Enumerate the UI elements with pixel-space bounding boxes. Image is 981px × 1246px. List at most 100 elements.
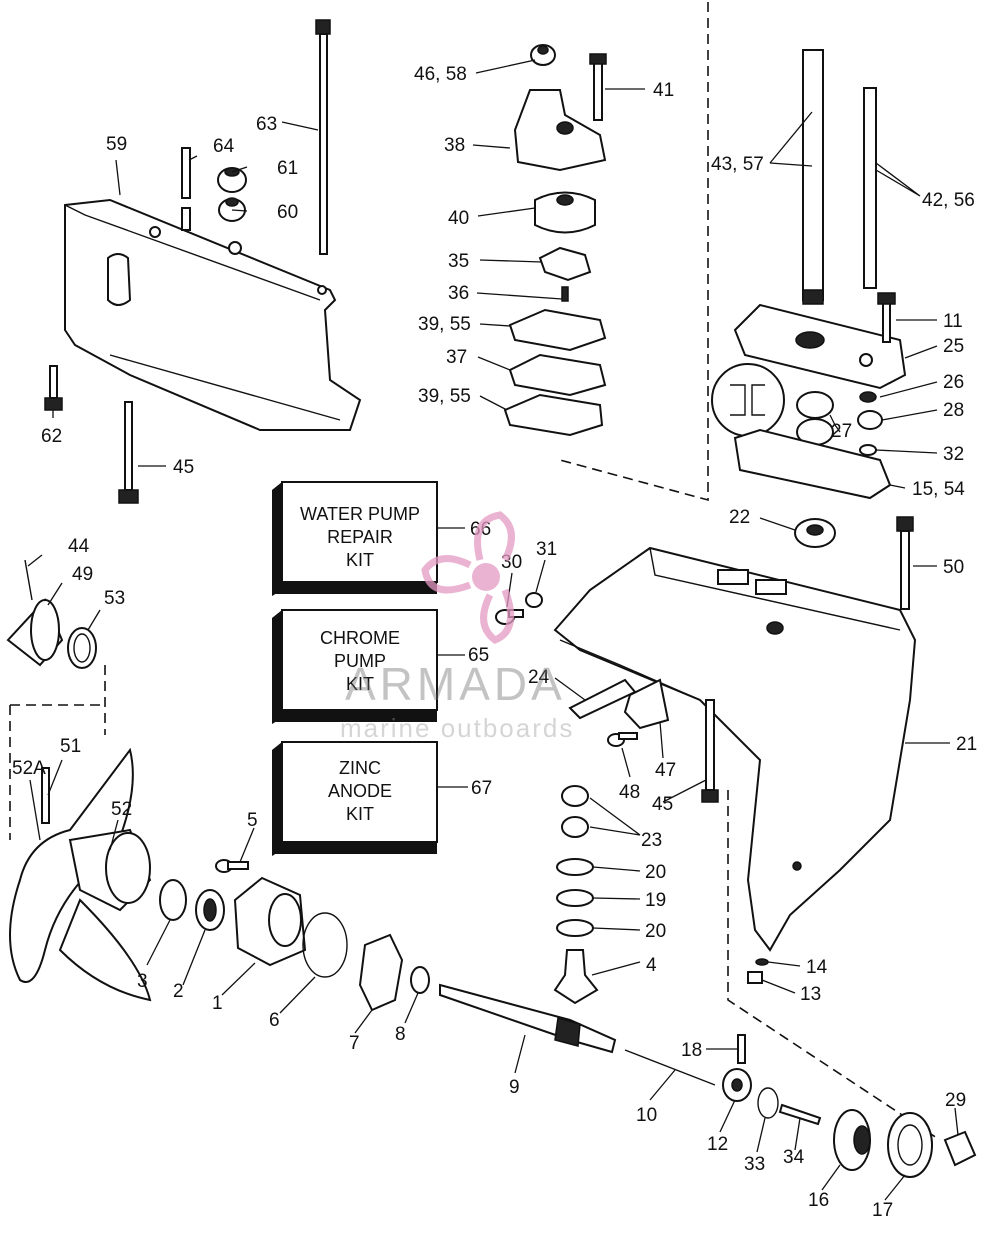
callout-20-b: 20: [645, 921, 666, 942]
callout-13: 13: [800, 984, 821, 1005]
cotter-pin-44: [24, 559, 33, 601]
callout-20-a: 20: [645, 862, 666, 883]
dashed-group-lines: [9, 2, 941, 1141]
screw-5: [215, 859, 249, 873]
callout-45-upper: 45: [173, 457, 194, 478]
callout-60: 60: [277, 202, 298, 223]
callout-53: 53: [104, 588, 125, 609]
nut-49: [6, 598, 64, 667]
callout-5: 5: [247, 810, 258, 831]
kit-chrome-pump-line1: CHROME: [320, 628, 400, 648]
shift-rod-42: [863, 87, 877, 289]
kit-water-pump-line2: REPAIR: [327, 527, 393, 547]
pin-18: [737, 1034, 746, 1064]
bearing-17: [887, 1112, 933, 1178]
kit-water-pump-line3: KIT: [346, 550, 374, 570]
kit-zinc-anode-line3: KIT: [346, 804, 374, 824]
callout-47: 47: [655, 760, 676, 781]
kit-chrome-pump-line3: KIT: [346, 674, 374, 694]
exhaust-housing: [64, 198, 362, 431]
callout-26: 26: [943, 372, 964, 393]
spring-10: [624, 1049, 716, 1086]
callout-52a: 52A: [12, 758, 46, 779]
callout-17: 17: [872, 1200, 893, 1221]
callout-28: 28: [943, 400, 964, 421]
bolt-50: [896, 516, 914, 610]
driveshaft-43: [802, 49, 824, 305]
plug-29: [943, 1130, 977, 1167]
callout-34: 34: [783, 1147, 805, 1168]
washer-31: [525, 592, 543, 608]
bolt-45-lower: [701, 699, 719, 803]
washer-53: [67, 627, 97, 669]
watermark-brand: ARMADA: [345, 658, 566, 710]
callout-52: 52: [111, 799, 132, 820]
impeller-plate-25: [733, 303, 907, 390]
callout-8: 8: [395, 1024, 406, 1045]
kit-box-zinc-anode: ZINC ANODE KIT: [272, 741, 438, 856]
callout-40: 40: [448, 208, 469, 229]
callout-6: 6: [269, 1010, 280, 1031]
grommet-60: [218, 197, 246, 222]
callout-31: 31: [536, 539, 557, 560]
pin-51: [41, 767, 50, 824]
callout-1: 1: [212, 993, 223, 1014]
callout-25: 25: [943, 336, 964, 357]
clutch-12: [722, 1068, 752, 1102]
callout-38: 38: [444, 135, 465, 156]
bearing-housing-1: [233, 876, 307, 967]
watermark-tagline: marine outboards: [340, 713, 574, 743]
callout-45-lower: 45: [652, 794, 673, 815]
propeller-logo-icon: [421, 511, 515, 644]
callout-50: 50: [943, 557, 964, 578]
brand-watermark: ARMADA marine outboards: [340, 511, 574, 743]
callout-4: 4: [646, 955, 657, 976]
callout-10: 10: [636, 1105, 657, 1126]
callout-29: 29: [945, 1090, 966, 1111]
callout-65: 65: [468, 645, 489, 666]
leader-lines: [27, 59, 959, 1201]
o-ring-6: [302, 912, 348, 978]
forward-gear-16: [833, 1109, 871, 1171]
callout-35: 35: [448, 251, 469, 272]
callout-51: 51: [60, 736, 81, 757]
callout-labels: 63 59 64 61 60 62 45 46, 58 41 38 40 35 …: [12, 64, 977, 1221]
callout-7: 7: [349, 1033, 360, 1054]
thrust-washer-3: [159, 879, 187, 921]
callout-41: 41: [653, 80, 674, 101]
callout-46-58: 46, 58: [414, 64, 467, 85]
callout-15-54: 15, 54: [912, 479, 965, 500]
callout-61: 61: [277, 158, 298, 179]
callout-37: 37: [446, 347, 467, 368]
bolt-63: [315, 19, 331, 255]
callout-33: 33: [744, 1154, 765, 1175]
callout-22: 22: [729, 507, 750, 528]
callout-43-57: 43, 57: [711, 154, 764, 175]
callout-9: 9: [509, 1077, 520, 1098]
pin-34: [778, 1103, 822, 1126]
bolt-11: [877, 292, 896, 343]
reverse-gear-7: [358, 933, 404, 1012]
callout-2: 2: [173, 981, 184, 1002]
callout-48: 48: [619, 782, 640, 803]
seal-22: [794, 518, 836, 548]
callout-21: 21: [956, 734, 977, 755]
seal-2: [195, 889, 225, 931]
callout-19: 19: [645, 890, 666, 911]
callout-18: 18: [681, 1040, 702, 1061]
kit-zinc-anode-line1: ZINC: [339, 758, 381, 778]
callout-16: 16: [808, 1190, 829, 1211]
callout-49: 49: [72, 564, 93, 585]
callout-23: 23: [641, 830, 662, 851]
callout-11: 11: [943, 311, 963, 332]
screw-14-13: [747, 958, 769, 984]
callout-27: 27: [831, 421, 852, 442]
bolt-45-upper: [118, 401, 139, 504]
ring-33: [757, 1087, 779, 1119]
callout-32: 32: [943, 444, 964, 465]
bolt-62: [44, 365, 63, 411]
screw-48: [607, 732, 638, 747]
gearcase-housing: [553, 546, 917, 952]
thrust-washer-8: [410, 966, 430, 994]
